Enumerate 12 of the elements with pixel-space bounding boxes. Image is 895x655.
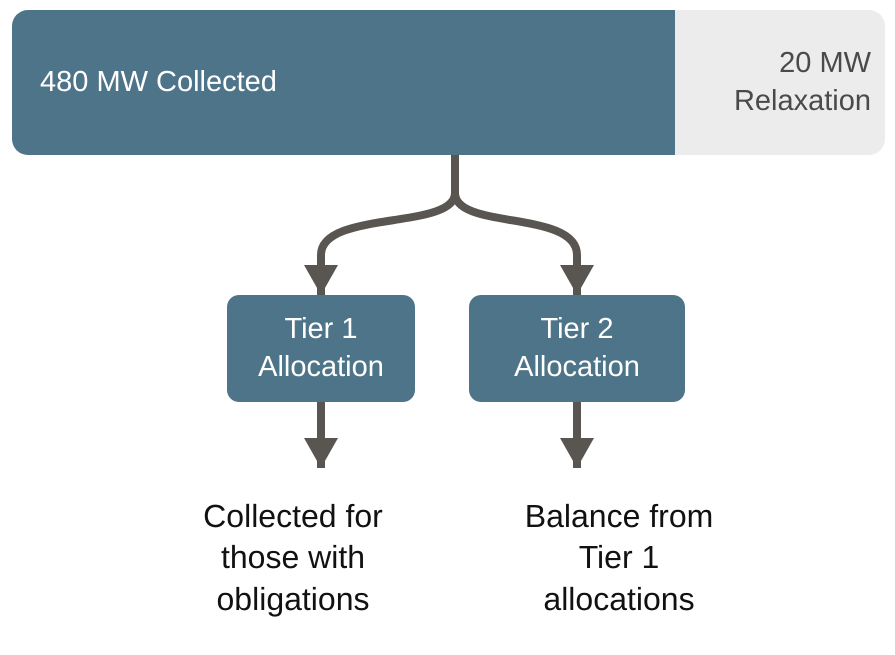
caption-text: Balance from Tier 1 allocations [524, 496, 714, 619]
bar-segment [675, 10, 885, 155]
caption-text: Collected for those with obligations [202, 496, 384, 619]
box-label: 20 MW Relaxation [732, 46, 871, 118]
box-label: Tier 1 Allocation [257, 312, 385, 384]
process-box [469, 295, 685, 402]
arrow [560, 402, 594, 468]
process-box [227, 295, 415, 402]
arrow [304, 402, 338, 468]
box-label: 480 MW Collected [40, 64, 277, 100]
bar-segment [12, 10, 675, 155]
box-label: Tier 2 Allocation [513, 312, 641, 384]
